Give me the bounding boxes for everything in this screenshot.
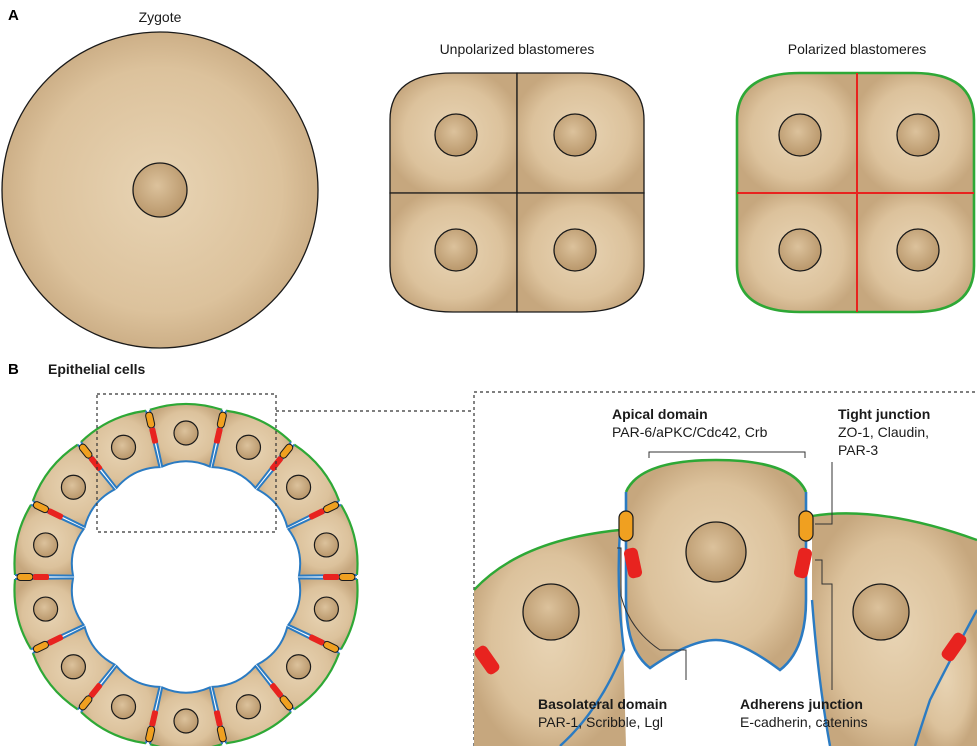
apical-domain-label: Apical domain	[612, 406, 708, 422]
unpolarized-nucleus	[435, 229, 477, 271]
adherens-junction-proteins: E-cadherin, catenins	[740, 714, 868, 730]
inset-nucleus	[853, 584, 909, 640]
apical-bracket	[649, 452, 805, 458]
unpolarized-nucleus	[554, 229, 596, 271]
nucleus	[174, 421, 198, 445]
panel-b-letter: B	[8, 361, 19, 378]
panel-a-letter: A	[8, 7, 19, 24]
apical-domain-proteins: PAR-6/aPKC/Cdc42, Crb	[612, 424, 768, 440]
nucleus	[236, 435, 260, 459]
nucleus	[287, 655, 311, 679]
nucleus	[112, 435, 136, 459]
adherens-junction-label: Adherens junction	[740, 696, 863, 712]
nucleus	[34, 597, 58, 621]
nucleus	[236, 695, 260, 719]
unpolarized-blastomeres	[390, 73, 644, 312]
nucleus	[174, 709, 198, 733]
unpolarized-nucleus	[435, 114, 477, 156]
tight-junction-proteins-1: ZO-1, Claudin,	[838, 424, 929, 440]
nucleus	[314, 597, 338, 621]
zygote-title: Zygote	[139, 9, 182, 25]
adherens-junction	[33, 574, 49, 580]
tight-junction-proteins-2: PAR-3	[838, 442, 878, 458]
adherens-junction	[323, 574, 339, 580]
polarized-nucleus	[897, 229, 939, 271]
tight-junction-label: Tight junction	[838, 406, 930, 422]
polarized-nucleus	[897, 114, 939, 156]
nucleus	[287, 475, 311, 499]
epithelial-title: Epithelial cells	[48, 361, 145, 377]
epithelial-ring	[14, 404, 357, 746]
zygote	[2, 32, 318, 348]
nucleus	[34, 533, 58, 557]
nucleus	[314, 533, 338, 557]
tight-junction	[619, 511, 633, 541]
zygote-nucleus	[133, 163, 187, 217]
inset-nucleus	[686, 522, 746, 582]
unpolarized-nucleus	[554, 114, 596, 156]
polarized-title: Polarized blastomeres	[788, 41, 927, 57]
basolateral-domain-label: Basolateral domain	[538, 696, 667, 712]
polarized-nucleus	[779, 229, 821, 271]
inset-nucleus	[523, 584, 579, 640]
tight-junction	[799, 511, 813, 541]
polarized-blastomeres	[737, 73, 974, 312]
nucleus	[112, 695, 136, 719]
basolateral-domain-proteins: PAR-1, Scribble, Lgl	[538, 714, 663, 730]
tight-junction	[339, 574, 355, 581]
unpolarized-title: Unpolarized blastomeres	[440, 41, 595, 57]
tight-junction	[17, 574, 33, 581]
polarized-nucleus	[779, 114, 821, 156]
nucleus	[61, 655, 85, 679]
nucleus	[61, 475, 85, 499]
